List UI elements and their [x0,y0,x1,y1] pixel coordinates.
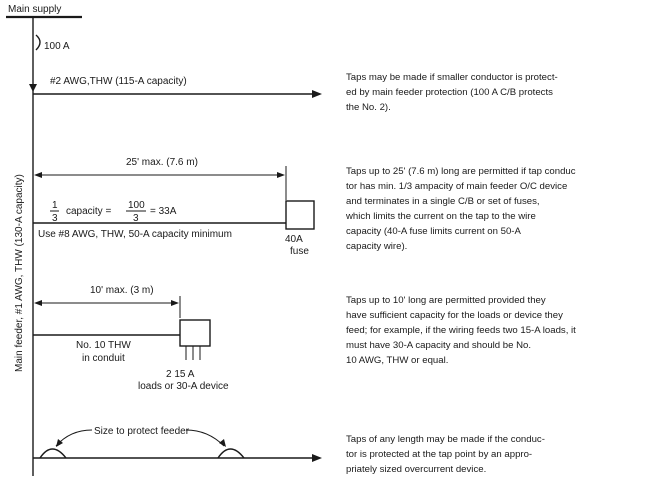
tap1-fuse-box [285,200,315,230]
tap2-dim-arrow-left [34,300,42,306]
tap1-fuse-label-a: 40A [285,234,303,245]
tap3-size-label: Size to protect feeder [94,426,190,437]
tap1-length-label: 25' max. (7.6 m) [126,157,198,168]
tap3-arrow [312,454,322,462]
description-3: Taps up to 10' long are permitted provid… [346,295,579,366]
tap3-leader-right [185,429,225,447]
tap2-wire-label-a: No. 10 THW [76,340,131,351]
tap1-frac-right-num: 100 [128,200,145,211]
tap3-protector-symbol [217,448,245,459]
down-arrow-1 [29,84,37,92]
tap2-wire-label-b: in conduit [82,353,125,364]
feeder-tap-arrow [312,90,322,98]
tap3-breaker-symbol [39,448,67,459]
tap2-loads-label-a: 2 15 A [166,369,195,380]
tap1-dim-arrow-left [34,172,42,178]
tap1-capacity-prefix: capacity = [66,206,111,217]
breaker-label: 100 A [44,41,70,52]
tap1-frac-left-den: 3 [52,213,58,224]
tap2-length-label: 10' max. (3 m) [90,285,154,296]
description-1: Taps may be made if smaller conductor is… [346,72,560,113]
tap2-dim-arrow-right [171,300,179,306]
tap1-frac-left-num: 1 [52,200,58,211]
tap1-wire-label: Use #8 AWG, THW, 50-A capacity minimum [38,229,232,240]
tap1-frac-right-den: 3 [133,213,139,224]
tap1-result: = 33A [150,206,177,217]
tap3-leader-arrow-right [219,439,226,447]
circuit-breaker-symbol [35,34,41,51]
main-supply-label: Main supply [8,4,61,15]
tap1-fuse-label-b: fuse [290,246,309,257]
description-2: Taps up to 25' (7.6 m) long are permitte… [345,166,578,252]
tap2-loads-label-b: loads or 30-A device [138,381,229,392]
tap2-panel-box [179,319,211,347]
tap1-dim-arrow-right [277,172,285,178]
tap3-leader-arrow-left [56,439,63,447]
feeder-tap-label: #2 AWG,THW (115-A capacity) [50,76,187,87]
main-feeder-label: Main feeder, #1 AWG, THW (130-A capacity… [14,174,25,372]
description-4: Taps of any length may be made if the co… [346,434,548,475]
